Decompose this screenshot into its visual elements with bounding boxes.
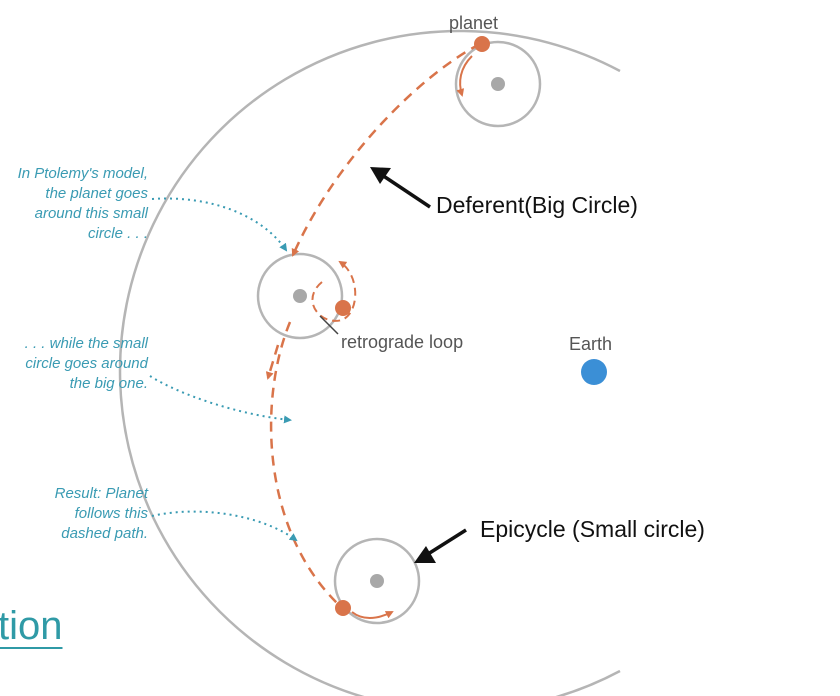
epicycle-label: Epicycle (Small circle): [480, 516, 705, 542]
bottom-motion-arrow: [351, 611, 394, 619]
planet-dashed-path: [291, 42, 481, 257]
note-small-circle: . . . while the small circle goes around…: [25, 334, 148, 394]
deferent-label: Deferent(Big Circle): [436, 192, 638, 218]
note-line: Result: Planet: [54, 485, 148, 502]
note-line: around this small: [34, 205, 148, 222]
retrograde-label: retrograde loop: [341, 332, 464, 352]
epicycle-center-top: [491, 77, 505, 91]
deferent-arrow: [381, 173, 431, 209]
note-line: dashed path.: [61, 525, 148, 542]
earth-label: Earth: [569, 334, 613, 354]
epicycle-arrowhead: [414, 546, 436, 563]
retrograde-pointer: [319, 315, 339, 335]
note-line: follows this: [74, 505, 148, 522]
callout-1: [151, 197, 288, 252]
note-result: Result: Planet follows this dashed path.: [55, 484, 148, 544]
note-line: the big one.: [69, 375, 148, 392]
deferent-circle: [118, 29, 621, 696]
callout-3: [151, 510, 298, 542]
note-line: In Ptolemy's model,: [17, 165, 148, 182]
epicycle-arrow: [427, 528, 467, 556]
epicycle-center-middle: [293, 289, 307, 303]
planet-label: planet: [449, 13, 499, 33]
top-motion-arrow: [456, 55, 473, 97]
planet-top: [474, 36, 490, 52]
epicycle-center-bottom: [370, 574, 384, 588]
epicycle-top: [454, 40, 542, 128]
planet-middle: [335, 300, 351, 316]
planet-dashed-path-arrow: [265, 344, 280, 380]
planet-bottom: [335, 600, 351, 616]
note-line: the planet goes: [45, 185, 148, 202]
deferent-arrowhead: [370, 167, 391, 184]
callout-2: [149, 375, 292, 424]
note-line: circle . . .: [87, 225, 148, 242]
note-line: . . . while the small: [24, 335, 148, 352]
earth-dot: [581, 359, 607, 385]
planet-dashed-path-lower: [269, 321, 339, 605]
epicycle-middle: [256, 252, 344, 340]
note-line: circle goes around: [25, 355, 148, 372]
note-ptolemy-model: In Ptolemy's model, the planet goes arou…: [18, 164, 148, 244]
epicycle-bottom: [333, 537, 421, 625]
retrograde-loop-arrow: [311, 260, 357, 322]
partial-link[interactable]: tion: [0, 604, 63, 648]
